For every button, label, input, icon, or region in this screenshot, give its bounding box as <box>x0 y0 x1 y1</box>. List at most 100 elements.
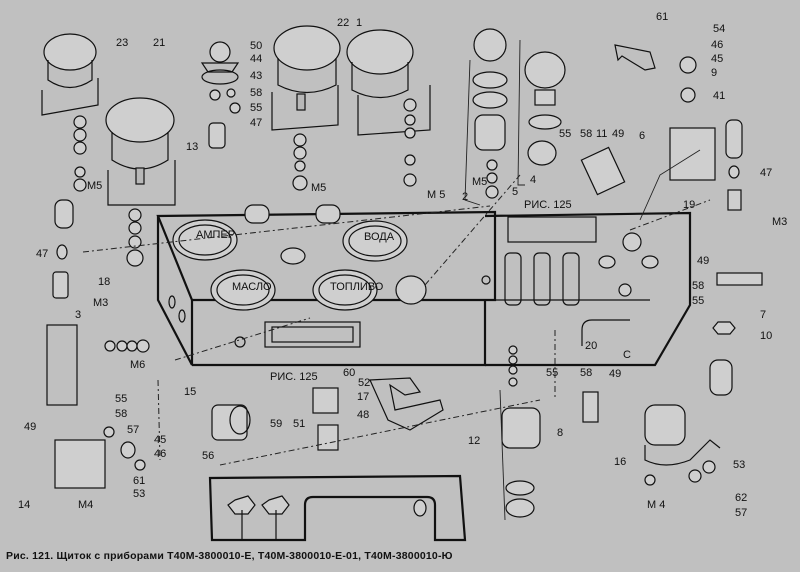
lamp-part-44 <box>200 41 241 149</box>
ammeter-part-23 <box>41 33 99 116</box>
callout-m5: М 5 <box>427 189 445 201</box>
callout-58: 58 <box>580 367 592 379</box>
water-temp-face-label: ВОДА <box>364 231 395 243</box>
callout-43: 43 <box>250 70 262 82</box>
callout-58: 58 <box>692 280 704 292</box>
key-part <box>369 377 444 431</box>
callout-58: 58 <box>580 128 592 140</box>
callout-4: 4 <box>530 174 536 186</box>
cover-plate-part-3 <box>46 324 78 406</box>
callout-49: 49 <box>612 128 624 140</box>
callout-13: 13 <box>186 141 198 153</box>
callout-47: 47 <box>760 167 772 179</box>
block-part-48 <box>317 424 339 451</box>
callout-57: 57 <box>127 424 139 436</box>
callout-59: 59 <box>270 418 282 430</box>
callout-45: 45 <box>711 53 723 65</box>
callout-ris-125: РИС. 125 <box>524 199 572 211</box>
water-gauge-part-22 <box>271 25 341 131</box>
callout-12: 12 <box>468 435 480 447</box>
water-temp-gauge <box>342 220 408 262</box>
lower-bracket <box>208 474 467 542</box>
hex-nut <box>261 495 290 515</box>
callout-58: 58 <box>250 87 262 99</box>
leader-lines <box>82 39 711 521</box>
callout-20: 20 <box>585 340 597 352</box>
fuel-gauge-part-1 <box>346 29 431 136</box>
callout-62: 62 <box>735 492 747 504</box>
starter-switch-part-4 <box>524 51 566 166</box>
callout-47: 47 <box>36 248 48 260</box>
callout-49: 49 <box>609 368 621 380</box>
callout-57: 57 <box>735 507 747 519</box>
callout-14: 14 <box>18 499 30 511</box>
callout-55: 55 <box>692 295 704 307</box>
callout-6: 6 <box>639 130 645 142</box>
callout-m5: М5 <box>311 182 326 194</box>
callout-61: 61 <box>656 11 668 23</box>
lamp-cap <box>315 204 341 224</box>
callout-m3: М3 <box>772 216 787 228</box>
slot <box>533 252 551 306</box>
ammeter-gauge <box>172 219 238 261</box>
fuel-gauge-face-label: ТОПЛИВО <box>330 281 384 293</box>
lamp-cap <box>244 204 270 224</box>
callout-19: 19 <box>683 199 695 211</box>
coil-part-10 <box>709 321 736 396</box>
callout-56: 56 <box>202 450 214 462</box>
callout-53: 53 <box>133 488 145 500</box>
figure-caption: Рис. 121. Щиток с приборами Т40М-3800010… <box>6 550 453 562</box>
callout-51: 51 <box>293 418 305 430</box>
callout-49: 49 <box>697 255 709 267</box>
callout-16: 16 <box>614 456 626 468</box>
callout-55: 55 <box>546 367 558 379</box>
callout-labels: 23 21 50 44 43 58 55 47 13 М5 22 1 М5 М … <box>18 11 787 519</box>
callout-7: 7 <box>760 309 766 321</box>
callout-44: 44 <box>250 53 262 65</box>
oil-gauge-part-21 <box>105 97 176 206</box>
hex-nut <box>227 495 256 515</box>
push-button <box>622 232 642 252</box>
grommet <box>280 247 306 265</box>
callout-41: 41 <box>713 90 725 102</box>
callout-53: 53 <box>733 459 745 471</box>
callout-45: 45 <box>154 434 166 446</box>
callout-m3: М3 <box>93 297 108 309</box>
callout-15: 15 <box>184 386 196 398</box>
nameplate-frame <box>264 321 361 348</box>
callout-55: 55 <box>250 102 262 114</box>
callout-17: 17 <box>357 391 369 403</box>
callout-m4: М4 <box>78 499 93 511</box>
callout-ris-125: РИС. 125 <box>270 371 318 383</box>
callout-m4: М 4 <box>647 499 665 511</box>
fuel-gauge <box>312 269 378 311</box>
callout-21: 21 <box>153 37 165 49</box>
callout-11: 11 <box>596 128 607 140</box>
callout-46: 46 <box>711 39 723 51</box>
callout-3: 3 <box>75 309 81 321</box>
instrument-panel: АМПЕР ВОДА МАСЛО ТОПЛИВО <box>156 204 692 367</box>
callout-55: 55 <box>115 393 127 405</box>
terminal-block-part-7 <box>716 272 763 286</box>
callout-m5: М5 <box>472 176 487 188</box>
callout-48: 48 <box>357 409 369 421</box>
nut-stack <box>73 98 499 267</box>
slot <box>504 252 522 306</box>
slot <box>562 252 580 306</box>
callout-1: 1 <box>356 17 362 29</box>
callout-10: 10 <box>760 330 772 342</box>
callout-9: 9 <box>711 67 717 79</box>
relay-part-14 <box>54 426 146 489</box>
switch-part-11 <box>580 146 626 196</box>
callout-54: 54 <box>713 23 725 35</box>
callout-2: 2 <box>462 191 468 203</box>
light-switch-part-2 <box>472 28 508 151</box>
relay-part-17 <box>312 387 339 414</box>
switch-knob <box>395 275 427 305</box>
callout-22: 22 <box>337 17 349 29</box>
callout-23: 23 <box>116 37 128 49</box>
callout-m6: М6 <box>130 359 145 371</box>
callout-60: 60 <box>343 367 355 379</box>
oil-gauge-face-label: МАСЛО <box>232 281 272 293</box>
